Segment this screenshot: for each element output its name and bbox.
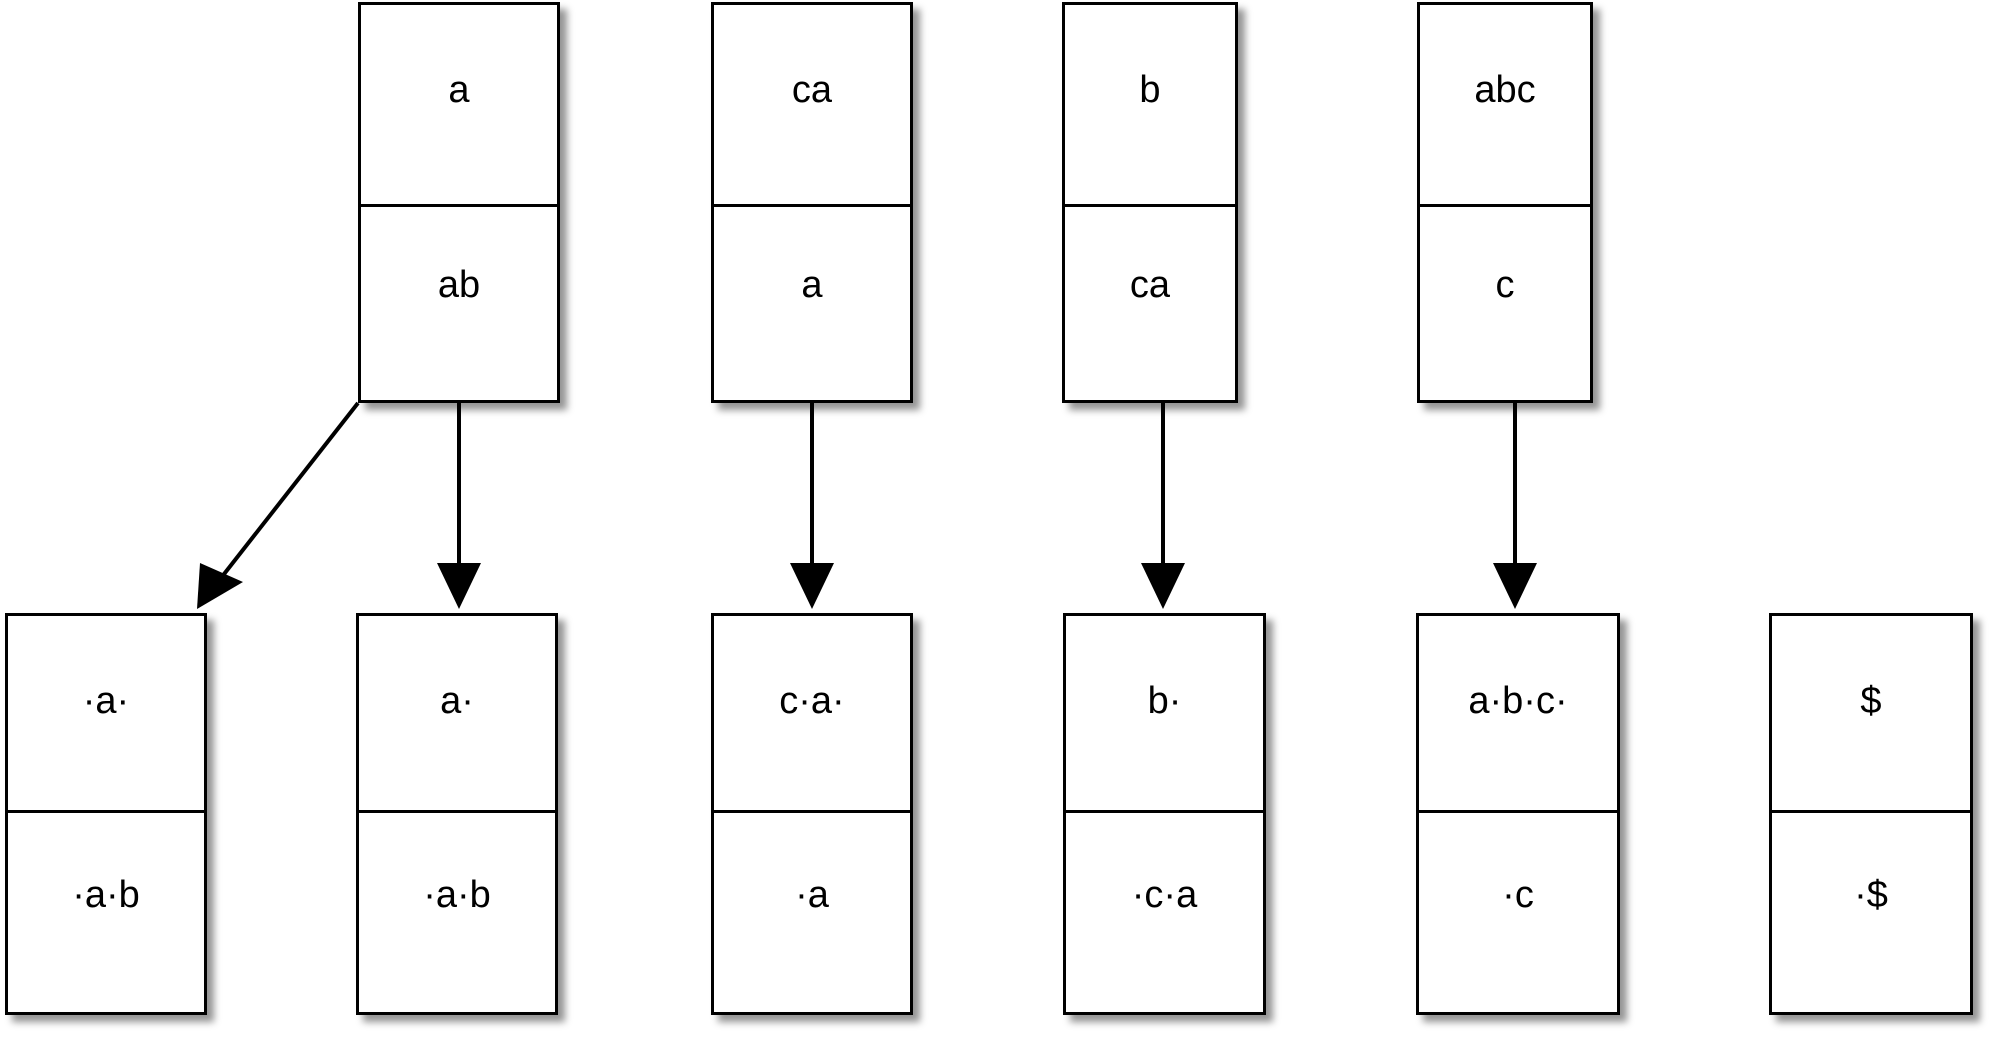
- node-label-upper: a·: [440, 680, 474, 722]
- node-cell-lower: c: [1420, 204, 1590, 400]
- node-label-upper: a·b·c·: [1468, 680, 1568, 722]
- node-label-upper: c·a·: [779, 680, 845, 722]
- edge-v1: [437, 403, 481, 609]
- node-cell-lower: ·a: [714, 810, 910, 1012]
- node-cell-lower: ab: [361, 204, 557, 400]
- edge-v3: [1141, 403, 1185, 609]
- node-top-1[interactable]: a ab: [358, 2, 560, 403]
- node-label-lower: a: [801, 264, 823, 306]
- node-label-lower: ·a·b: [423, 874, 491, 916]
- node-label-lower: ·a: [795, 874, 829, 916]
- edge-v2: [790, 403, 834, 609]
- node-cell-upper: abc: [1420, 5, 1590, 207]
- node-bot-3[interactable]: c·a· ·a: [711, 613, 913, 1015]
- node-label-lower: ·c·a: [1131, 874, 1198, 916]
- node-cell-upper: $: [1772, 616, 1970, 813]
- node-label-upper: a: [448, 69, 470, 111]
- node-cell-upper: a·b·c·: [1419, 616, 1617, 813]
- node-cell-upper: ·a·: [8, 616, 204, 813]
- node-cell-upper: a: [361, 5, 557, 207]
- node-top-2[interactable]: ca a: [711, 2, 913, 403]
- node-bot-1[interactable]: ·a· ·a·b: [5, 613, 207, 1015]
- node-label-lower: ·c: [1502, 874, 1534, 916]
- node-label-upper: ca: [791, 69, 833, 111]
- node-label-upper: b·: [1147, 680, 1182, 722]
- node-label-upper: b: [1139, 69, 1161, 111]
- node-bot-5[interactable]: a·b·c· ·c: [1416, 613, 1620, 1015]
- node-cell-upper: c·a·: [714, 616, 910, 813]
- node-cell-upper: a·: [359, 616, 555, 813]
- node-cell-upper: b: [1065, 5, 1235, 207]
- node-cell-lower: ·a·b: [8, 810, 204, 1012]
- node-label-lower: ·a·b: [72, 874, 140, 916]
- node-bot-4[interactable]: b· ·c·a: [1063, 613, 1266, 1015]
- node-label-upper: abc: [1474, 69, 1536, 111]
- node-cell-lower: ·c: [1419, 810, 1617, 1012]
- node-cell-lower: ca: [1065, 204, 1235, 400]
- edge-v4: [1493, 403, 1537, 609]
- edge-diagonal: [197, 401, 360, 609]
- node-label-upper: $: [1860, 680, 1882, 722]
- node-cell-upper: ca: [714, 5, 910, 207]
- node-cell-lower: a: [714, 204, 910, 400]
- node-label-lower: ca: [1129, 264, 1171, 306]
- node-bot-2[interactable]: a· ·a·b: [356, 613, 558, 1015]
- node-top-4[interactable]: abc c: [1417, 2, 1593, 403]
- node-label-lower: ·$: [1854, 874, 1888, 916]
- node-cell-upper: b·: [1066, 616, 1263, 813]
- node-label-lower: c: [1495, 264, 1515, 306]
- node-label-lower: ab: [437, 264, 481, 306]
- node-bot-6[interactable]: $ ·$: [1769, 613, 1973, 1015]
- node-label-upper: ·a·: [82, 680, 130, 722]
- node-cell-lower: ·a·b: [359, 810, 555, 1012]
- node-top-3[interactable]: b ca: [1062, 2, 1238, 403]
- node-cell-lower: ·$: [1772, 810, 1970, 1012]
- node-cell-lower: ·c·a: [1066, 810, 1263, 1012]
